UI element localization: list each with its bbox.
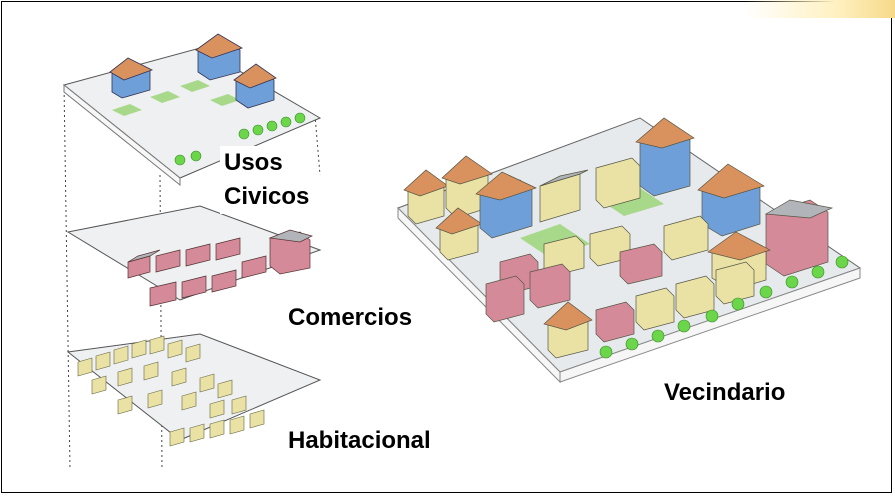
tree-row [174,112,306,166]
commercial-buildings [127,229,313,307]
neighborhood-block [397,117,862,384]
label-habitacional: Habitacional [284,424,435,458]
civic-building [233,63,277,109]
label-vecindario: Vecindario [660,376,790,410]
civic-building [109,57,154,99]
label-usos-civicos: Usos Civicos [220,146,314,214]
neighborhood-buildings [403,117,834,359]
label-comercios: Comercios [284,301,417,335]
label-usos-line2: Civicos [224,183,310,210]
layer-residential [66,333,322,447]
corner-glow-decoration [745,0,895,18]
civic-building [195,33,243,81]
layer-civic [62,33,322,187]
layer-commercial [66,205,322,307]
tree-row [599,255,849,359]
label-usos-line1: Usos [224,149,283,176]
residential-houses [77,335,265,447]
